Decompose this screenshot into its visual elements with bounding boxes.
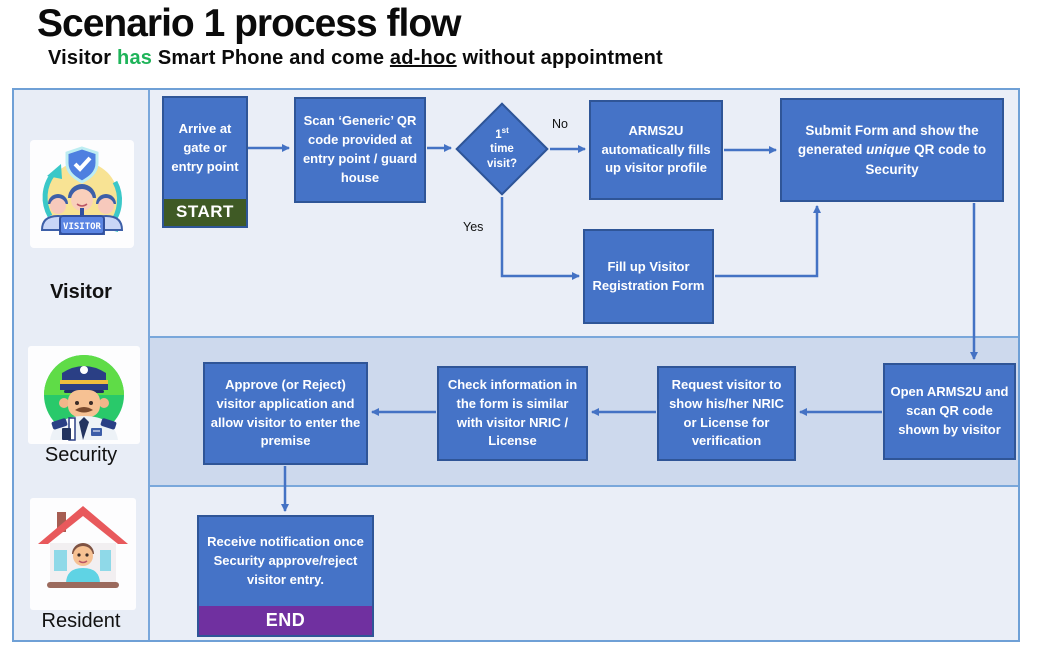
security-icon — [28, 346, 140, 444]
decision-line2: time — [490, 143, 514, 156]
flow-box-receive: Receive notification once Security appro… — [197, 515, 374, 637]
visitor-badge-text: VISITOR — [63, 222, 102, 232]
flow-box-receive-text: Receive notification once Security appro… — [207, 534, 364, 587]
submit-part1: Submit Form and show the generated — [797, 122, 979, 158]
decision-diamond-text: 1st time visit? — [454, 103, 550, 195]
start-tag: START — [164, 199, 246, 226]
flow-box-arms2u: ARMS2U automatically fills up visitor pr… — [589, 100, 723, 200]
subtitle-part3: without appointment — [456, 47, 663, 69]
flow-box-request-text: Request visitor to show his/her NRIC or … — [669, 376, 784, 449]
flow-box-open-arms2u-text: Open ARMS2U and scan QR code shown by vi… — [890, 384, 1009, 437]
flow-box-approve: Approve (or Reject) visitor application … — [203, 362, 368, 465]
edge-label-no: No — [552, 117, 568, 131]
lane-label-security: Security — [44, 444, 118, 466]
subtitle-part2: Smart Phone and come — [152, 47, 390, 69]
flow-box-open-arms2u: Open ARMS2U and scan QR code shown by vi… — [883, 363, 1016, 460]
lane-label-resident: Resident — [41, 610, 121, 632]
subtitle-highlight-has: has — [117, 47, 153, 69]
resident-icon — [30, 498, 136, 610]
flow-box-fillform-text: Fill up Visitor Registration Form — [592, 258, 705, 293]
flow-box-request: Request visitor to show his/her NRIC or … — [657, 366, 796, 461]
subtitle-part1: Visitor — [48, 47, 118, 69]
decision-num: 1 — [495, 128, 502, 141]
decision-sup: st — [501, 125, 509, 135]
flow-box-scan-text: Scan ‘Generic’ QR code provided at entry… — [302, 113, 418, 185]
lane-label-visitor: Visitor — [50, 281, 112, 303]
end-tag: END — [199, 606, 372, 635]
lane-label-divider — [148, 90, 150, 640]
decision-line3: visit? — [486, 158, 518, 171]
page-title: Scenario 1 process flow — [37, 2, 462, 45]
flow-box-scan: Scan ‘Generic’ QR code provided at entry… — [294, 97, 426, 203]
flow-box-fillform: Fill up Visitor Registration Form — [583, 229, 714, 324]
flow-box-check-text: Check information in the form is similar… — [447, 376, 578, 449]
subtitle-adhoc: ad-hoc — [389, 47, 457, 69]
flow-box-submit: Submit Form and show the generated uniqu… — [780, 98, 1004, 202]
flow-box-arms2u-text: ARMS2U automatically fills up visitor pr… — [601, 122, 711, 176]
flow-box-arrive: Arrive at gate or entry point START — [162, 96, 248, 228]
flow-box-arrive-text: Arrive at gate or entry point — [171, 121, 239, 174]
page-subtitle: Visitor has Smart Phone and come ad-hoc … — [48, 47, 663, 70]
submit-italic: unique — [866, 142, 911, 158]
flow-box-submit-text: Submit Form and show the generated uniqu… — [786, 121, 998, 180]
edge-label-yes: Yes — [463, 220, 484, 234]
submit-part2: QR code to Security — [865, 142, 987, 177]
flow-box-approve-text: Approve (or Reject) visitor application … — [210, 376, 361, 449]
visitor-icon: VISITOR — [30, 140, 134, 248]
flow-box-check: Check information in the form is similar… — [437, 366, 588, 461]
